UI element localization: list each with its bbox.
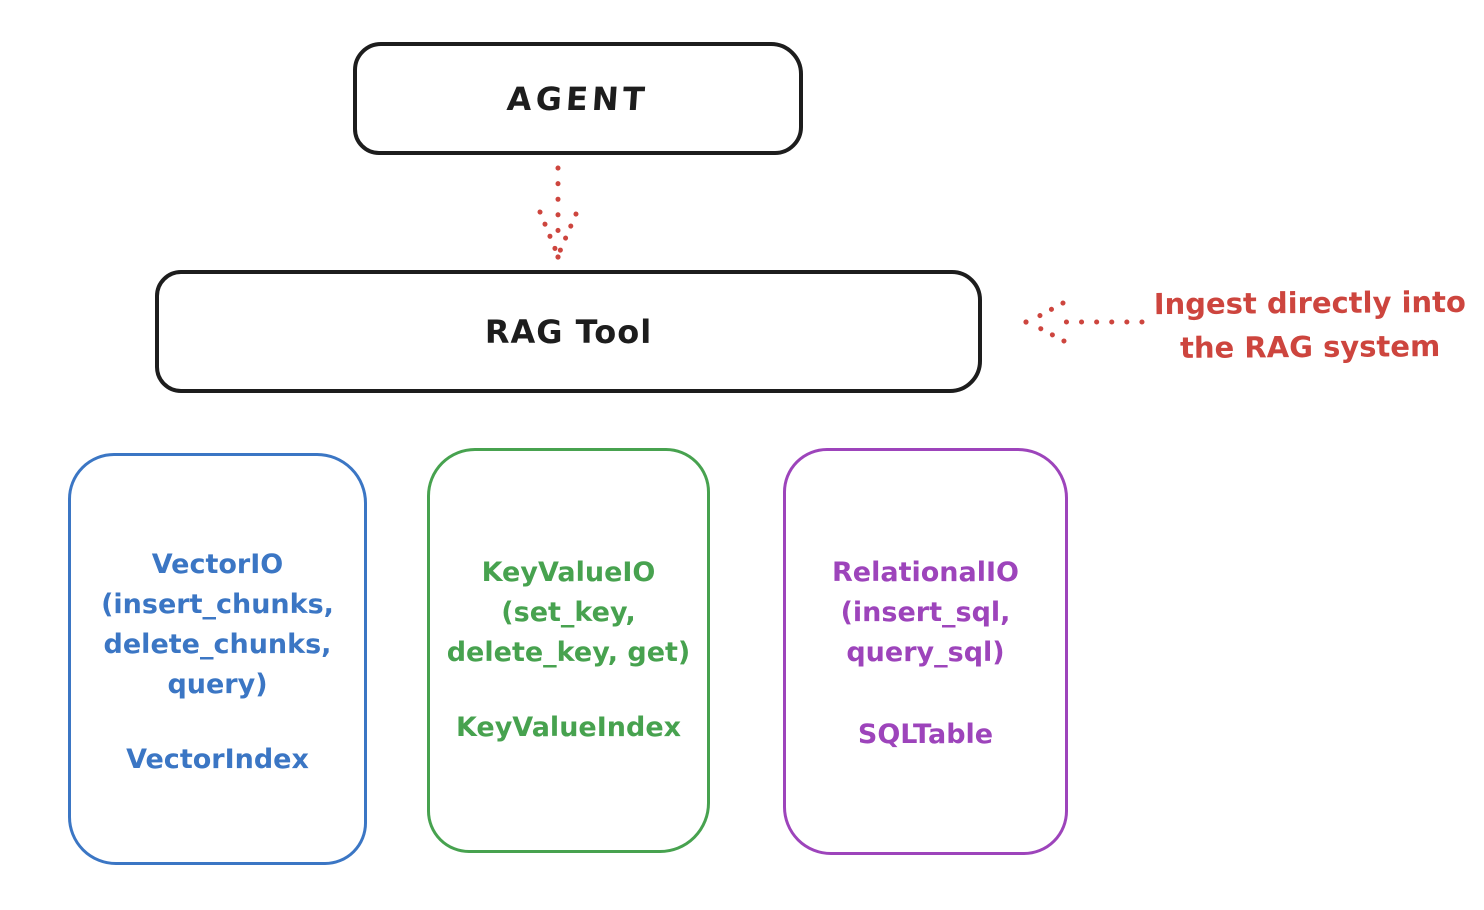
relational-io-title: RelationalIO bbox=[832, 557, 1019, 588]
rag-tool-box: RAG Tool bbox=[155, 270, 982, 393]
vector-io-box: VectorIO (insert_chunks, delete_chunks, … bbox=[68, 453, 367, 865]
rag-tool-label: RAG Tool bbox=[484, 312, 653, 351]
agent-label: AGENT bbox=[505, 79, 651, 118]
keyvalue-io-box: KeyValueIO (set_key, delete_key, get) Ke… bbox=[427, 448, 710, 853]
keyvalue-index-label: KeyValueIndex bbox=[455, 712, 682, 743]
ingest-annotation-line2: the RAG system bbox=[1179, 329, 1441, 365]
relational-io-method-line: (insert_sql, bbox=[840, 597, 1011, 628]
ingest-annotation-line1: Ingest directly into bbox=[1153, 284, 1467, 322]
keyvalue-io-content: KeyValueIO (set_key, delete_key, get) Ke… bbox=[430, 451, 707, 748]
relational-io-content: RelationalIO (insert_sql, query_sql) SQL… bbox=[786, 451, 1065, 755]
vector-io-method-line: (insert_chunks, bbox=[101, 589, 334, 620]
relational-io-method-line: query_sql) bbox=[846, 637, 1005, 668]
vector-index-label: VectorIndex bbox=[126, 744, 309, 775]
vector-io-method-line: query) bbox=[167, 669, 268, 700]
ingest-annotation: Ingest directly into the RAG system bbox=[1140, 280, 1481, 370]
keyvalue-io-method-line: delete_key, get) bbox=[446, 637, 691, 668]
ingest-arrow bbox=[1023, 300, 1145, 344]
relational-io-box: RelationalIO (insert_sql, query_sql) SQL… bbox=[783, 448, 1068, 855]
agent-box: AGENT bbox=[353, 42, 803, 155]
agent-to-rag-arrow bbox=[537, 165, 579, 260]
keyvalue-io-title: KeyValueIO bbox=[481, 557, 656, 588]
vector-io-title: VectorIO bbox=[151, 549, 284, 580]
keyvalue-io-method-line: (set_key, bbox=[501, 597, 636, 628]
vector-io-method-line: delete_chunks, bbox=[103, 629, 332, 660]
vector-io-content: VectorIO (insert_chunks, delete_chunks, … bbox=[71, 456, 364, 780]
sql-table-label: SQLTable bbox=[857, 719, 994, 750]
